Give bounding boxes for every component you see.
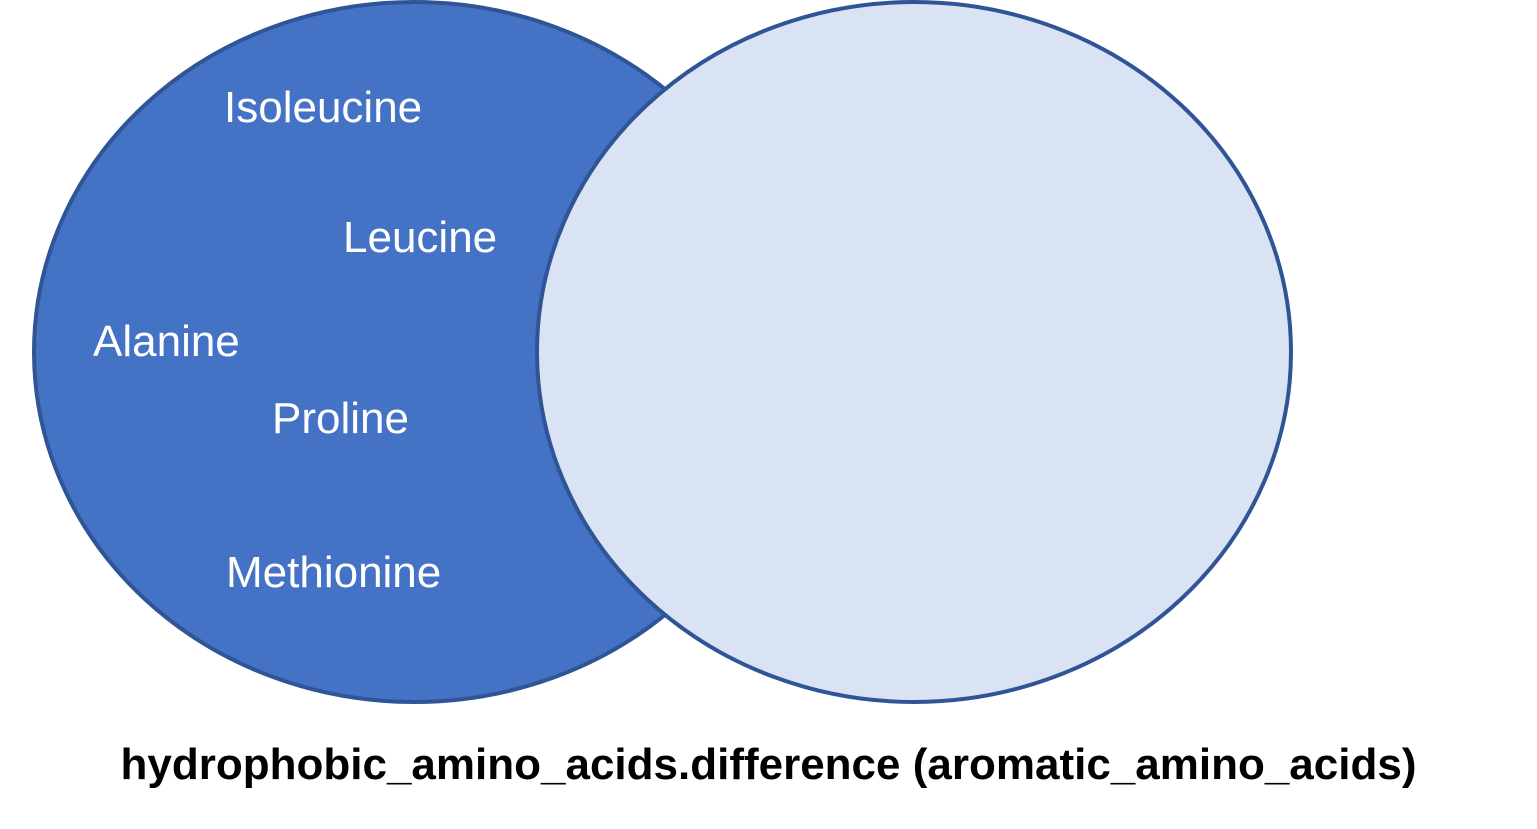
member-proline: Proline	[272, 394, 409, 443]
member-alanine: Alanine	[93, 317, 240, 366]
diagram-caption: hydrophobic_amino_acids.difference (arom…	[120, 740, 1417, 789]
member-leucine: Leucine	[343, 213, 497, 262]
member-methionine: Methionine	[226, 548, 441, 597]
right-set-circle	[535, 0, 1293, 704]
member-isoleucine: Isoleucine	[224, 83, 422, 132]
